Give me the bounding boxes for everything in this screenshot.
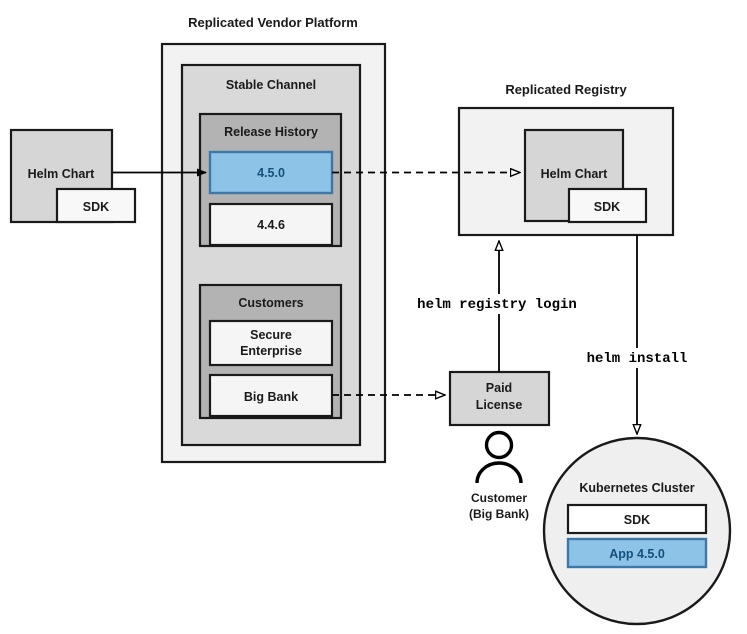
cluster-component-app[interactable] [566,537,708,569]
person-icon-body [475,461,523,484]
command-registry-login-text: helm registry login [417,297,577,313]
source-sdk-label: SDK [83,200,109,214]
registry-helm-chart-label: Helm Chart [541,167,609,181]
command-helm-install-text: helm install [587,351,688,367]
cluster-component-app-label: App 4.5.0 [609,547,665,561]
cluster-component-sdk[interactable] [566,503,708,535]
source-helm-chart-label: Helm Chart [28,167,96,181]
stable-channel-label: Stable Channel [226,78,316,92]
paid-license-box[interactable] [448,370,551,427]
paid-license-line2: License [476,398,523,412]
registry-title: Replicated Registry [505,82,627,97]
source-sdk-box[interactable] [55,187,137,224]
release-version-previous: 4.4.6 [257,218,285,232]
cluster-component-sdk-label: SDK [624,513,650,527]
release-version-current: 4.5.0 [257,166,285,180]
release-history-label: Release History [224,125,318,139]
platform-title: Replicated Vendor Platform [188,15,358,30]
customer-actor-line2: (Big Bank) [469,507,529,521]
label-backdrop-install [572,348,703,368]
paid-license-line1: Paid [486,381,512,395]
customers-label: Customers [238,296,303,310]
kubernetes-cluster-label: Kubernetes Cluster [579,481,694,495]
customer-item-big-bank[interactable] [208,373,334,418]
customer-name-secure-enterprise-line1: Secure [250,328,292,342]
customer-name-secure-enterprise-line2: Enterprise [240,344,302,358]
customer-actor-line1: Customer [471,491,527,505]
registry-sdk-label: SDK [594,200,620,214]
customer-name-big-bank: Big Bank [244,390,298,404]
release-item-previous[interactable] [208,202,334,247]
label-backdrop-login [400,294,595,314]
registry-sdk-box[interactable] [567,187,648,224]
customer-item-secure-enterprise[interactable] [208,319,334,367]
person-icon-head [484,430,514,460]
